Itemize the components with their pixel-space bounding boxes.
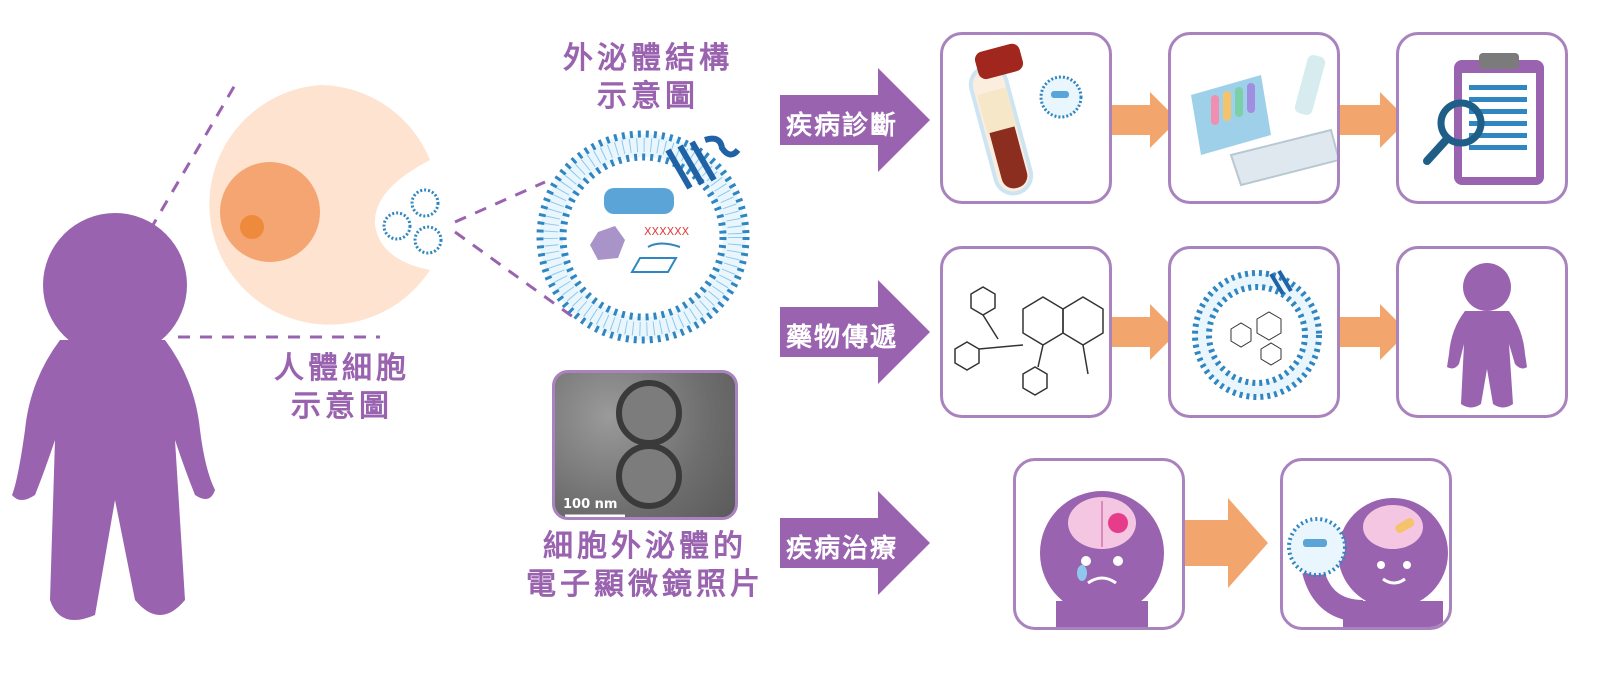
exosome-structure-label-line2: 示意圖 xyxy=(597,78,699,114)
panel-sick-brain xyxy=(1013,458,1185,630)
human-cell-label-line1: 人體細胞 xyxy=(274,351,410,386)
em-photo-label: 細胞外泌體的 電子顯微鏡照片 xyxy=(510,528,780,603)
blood-tube-icon xyxy=(968,43,1083,196)
zoom-line-exo-upper xyxy=(454,180,546,224)
panel-loaded-exosome xyxy=(1168,246,1340,418)
human-cell-label-line2: 示意圖 xyxy=(291,388,393,424)
em-photo-label-line2: 電子顯微鏡照片 xyxy=(526,566,764,602)
exosome-structure-label: 外泌體結構 示意圖 xyxy=(548,40,748,115)
panel-test-kit xyxy=(1168,32,1340,204)
human-cell-label: 人體細胞 示意圖 xyxy=(262,350,422,425)
panel-patient xyxy=(1396,246,1568,418)
drug-molecule-icon xyxy=(954,286,1104,396)
row-arrow-1 xyxy=(780,68,930,172)
em-photo: 100 nm xyxy=(552,370,738,520)
loaded-exosome-icon xyxy=(1192,269,1322,400)
row-label-diagnosis: 疾病診斷 xyxy=(786,111,899,141)
scale-bar-label: 100 nm xyxy=(563,497,618,512)
orange-arrows xyxy=(1100,92,1408,588)
exosome-structure-label-line1: 外泌體結構 xyxy=(563,41,733,76)
exosome-structure-icon: XXXXXX xyxy=(536,130,750,344)
panel-drug-molecule xyxy=(940,246,1112,418)
zoom-line-upper xyxy=(148,84,237,231)
row-arrow-3 xyxy=(780,491,930,595)
sick-brain-icon xyxy=(1040,491,1164,627)
row-arrow-2 xyxy=(780,280,930,384)
patient-figure-icon xyxy=(1447,263,1527,408)
em-photo-label-line1: 細胞外泌體的 xyxy=(543,529,747,564)
clipboard-magnifier-icon xyxy=(1423,53,1544,185)
row-arrows xyxy=(780,68,930,595)
test-kit-icon xyxy=(1191,55,1337,187)
small-exosomes-icon xyxy=(382,188,443,255)
panel-report xyxy=(1396,32,1568,204)
row-label-drug-delivery: 藥物傳遞 xyxy=(786,323,899,353)
zoom-line-exo-lower xyxy=(454,230,581,324)
panel-blood-sample xyxy=(940,32,1112,204)
row-label-treatment: 疾病治療 xyxy=(786,534,899,564)
human-figure-icon xyxy=(12,213,215,620)
healed-brain-icon xyxy=(1287,498,1448,627)
human-cell-icon xyxy=(209,85,430,325)
panel-healed-brain xyxy=(1280,458,1452,630)
svg-text:XXXXXX: XXXXXX xyxy=(644,225,690,238)
